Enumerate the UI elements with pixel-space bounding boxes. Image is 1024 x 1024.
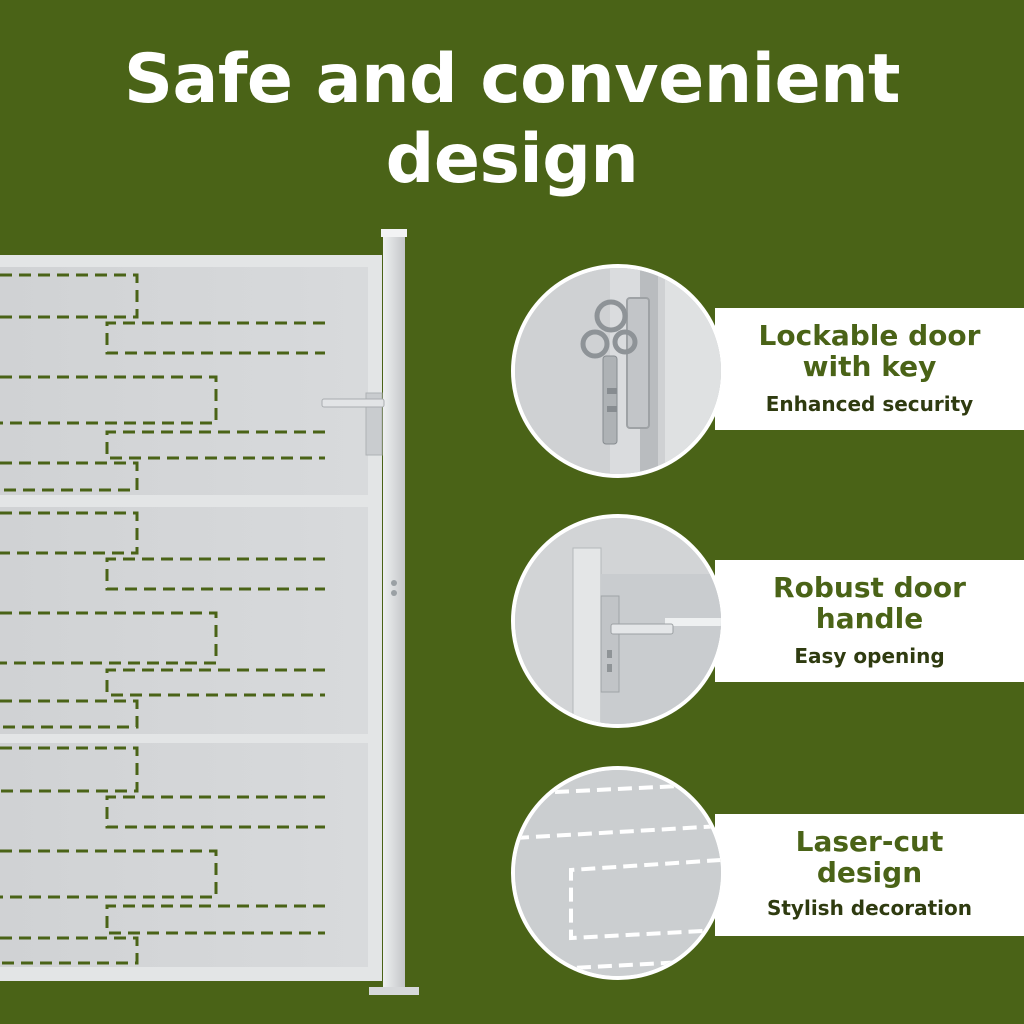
feature-subtitle-handle: Easy opening	[794, 644, 945, 668]
gate-post-cap	[381, 229, 407, 237]
feature-title-line-2: handle	[815, 602, 924, 635]
laser-cut-pattern-icon	[511, 766, 725, 980]
feature-title-line-1: Robust door	[773, 571, 966, 604]
feature-subtitle-lock: Enhanced security	[765, 392, 974, 416]
feature-band-lock: Lockable door with key Enhanced security	[715, 308, 1024, 430]
gate-handle	[321, 392, 385, 456]
gate-post-foot	[369, 987, 419, 995]
laser-cut-pattern	[0, 273, 325, 965]
gate-hinge	[391, 580, 397, 586]
feature-title-laser: Laser-cut design	[715, 826, 1024, 888]
feature-title-handle: Robust door handle	[715, 572, 1024, 634]
headline-line-2: design	[385, 120, 639, 199]
feature-title-lock: Lockable door with key	[715, 320, 1024, 382]
gate-illustration	[0, 229, 419, 995]
gate-panel-top	[0, 267, 368, 495]
feature-title-line-1: Lockable door	[758, 319, 981, 352]
gate-post	[383, 231, 405, 987]
headline-line-1: Safe and convenient	[123, 40, 901, 119]
door-handle-icon	[511, 514, 725, 728]
gate-panel-middle	[0, 507, 368, 734]
feature-title-line-2: design	[816, 856, 923, 889]
lock-key-icon	[511, 264, 725, 478]
gate-panel-bottom	[0, 743, 368, 967]
feature-band-handle: Robust door handle Easy opening	[715, 560, 1024, 682]
headline: Safe and convenient design	[0, 40, 1024, 200]
feature-band-laser: Laser-cut design Stylish decoration	[715, 814, 1024, 936]
feature-title-line-2: with key	[802, 350, 937, 383]
feature-subtitle-laser: Stylish decoration	[766, 896, 973, 920]
feature-title-line-1: Laser-cut	[795, 825, 944, 858]
gate-hinge	[391, 590, 397, 596]
